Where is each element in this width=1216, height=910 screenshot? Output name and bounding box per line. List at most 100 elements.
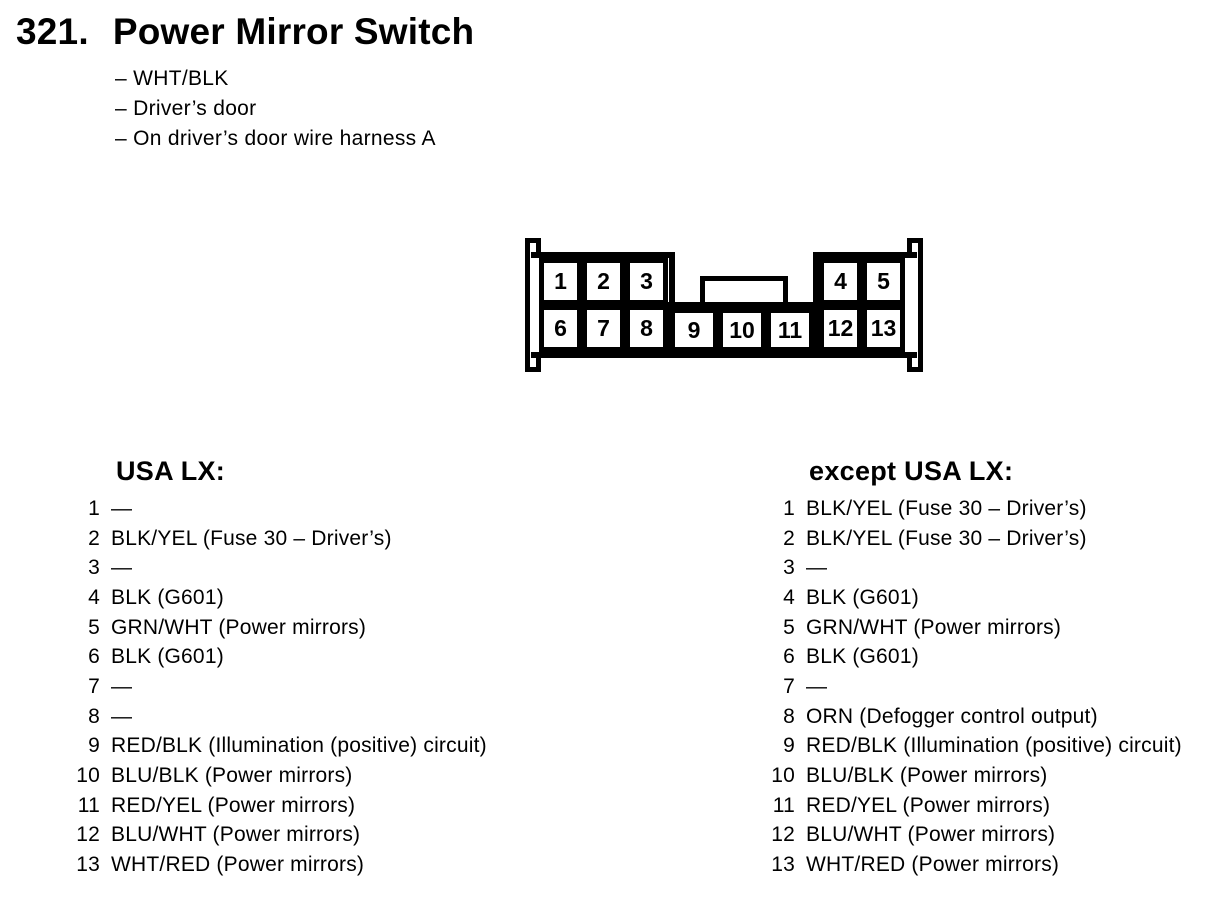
- pin-row: 12 BLU/WHT (Power mirrors): [56, 821, 487, 851]
- connector-middle-block: 9 10 11: [664, 302, 820, 358]
- pin-number: 6: [783, 645, 795, 669]
- spec-bullets: – WHT/BLK – Driver’s door – On driver’s …: [115, 64, 436, 154]
- pin-number: 4: [783, 585, 795, 609]
- column-heading-usa-lx: USA LX:: [116, 456, 226, 486]
- connector-pin-cell: 6: [539, 305, 582, 352]
- pin-row: 11 RED/YEL (Power mirrors): [56, 791, 487, 821]
- pin-number: 2: [88, 526, 100, 550]
- pin-description: RED/BLK (Illumination (positive) circuit…: [806, 734, 1182, 758]
- pin-row: 5 GRN/WHT (Power mirrors): [56, 613, 487, 643]
- pin-number: 12: [771, 823, 795, 847]
- pin-description: —: [806, 556, 828, 580]
- pin-number: 9: [88, 734, 100, 758]
- pin-row: 9 RED/BLK (Illumination (positive) circui…: [56, 732, 487, 762]
- page-heading: 321. Power Mirror Switch: [16, 12, 474, 52]
- spec-bullet: – WHT/BLK: [115, 67, 229, 90]
- pin-description: BLK/YEL (Fuse 30 – Driver’s): [806, 526, 1087, 550]
- pin-number: 10: [76, 764, 100, 788]
- pin-description: BLU/BLK (Power mirrors): [111, 764, 353, 788]
- pin-description: BLU/WHT (Power mirrors): [111, 823, 361, 847]
- pin-description: BLK/YEL (Fuse 30 – Driver’s): [806, 496, 1087, 520]
- connector-pin-cell: 2: [582, 258, 625, 305]
- connector-pin-cell: 10: [718, 308, 766, 352]
- pin-row: 6 BLK (G601): [56, 642, 487, 672]
- pin-row: 4 BLK (G601): [751, 583, 1182, 613]
- pin-row: 11 RED/YEL (Power mirrors): [751, 791, 1182, 821]
- connector-left-block: 1 2 3 6 7 8: [531, 252, 675, 358]
- pin-number: 3: [783, 556, 795, 580]
- pin-number: 11: [772, 793, 795, 817]
- pin-description: WHT/RED (Power mirrors): [806, 853, 1060, 877]
- pin-row: 2 BLK/YEL (Fuse 30 – Driver’s): [751, 524, 1182, 554]
- pin-number: 9: [783, 734, 795, 758]
- pin-description: RED/YEL (Power mirrors): [806, 793, 1051, 817]
- pin-description: BLU/WHT (Power mirrors): [806, 823, 1056, 847]
- spec-bullet: – Driver’s door: [115, 97, 257, 120]
- pin-description: BLK (G601): [111, 585, 224, 609]
- connector-pin-cell: 3: [625, 258, 668, 305]
- pin-row: 7—: [56, 672, 487, 702]
- connector-pin-cell: 12: [819, 305, 862, 352]
- pin-row: 10 BLU/BLK (Power mirrors): [56, 761, 487, 791]
- connector-pin-cell: 8: [625, 305, 668, 352]
- connector-pin-cell: 4: [819, 258, 862, 305]
- pin-number: 7: [783, 674, 795, 698]
- pin-description: BLK (G601): [806, 585, 919, 609]
- pin-description: BLK/YEL (Fuse 30 – Driver’s): [111, 526, 392, 550]
- pin-row: 12 BLU/WHT (Power mirrors): [751, 821, 1182, 851]
- pin-row: 3—: [751, 553, 1182, 583]
- pin-row: 9 RED/BLK (Illumination (positive) circui…: [751, 732, 1182, 762]
- pin-description: RED/YEL (Power mirrors): [111, 793, 356, 817]
- pin-number: 13: [771, 853, 795, 877]
- pin-number: 5: [88, 615, 100, 639]
- pin-description: —: [111, 704, 133, 728]
- pin-description: RED/BLK (Illumination (positive) circuit…: [111, 734, 487, 758]
- spec-bullet: – On driver’s door wire harness A: [115, 127, 436, 150]
- pin-row: 13 WHT/RED (Power mirrors): [751, 850, 1182, 880]
- pin-description: —: [111, 496, 133, 520]
- pin-description: ORN (Defogger control output): [806, 704, 1098, 728]
- page-title: Power Mirror Switch: [112, 11, 475, 52]
- pin-number: 6: [88, 645, 100, 669]
- pin-row: 8 ORN (Defogger control output): [751, 702, 1182, 732]
- pin-row: 13 WHT/RED (Power mirrors): [56, 850, 487, 880]
- connector-pin-cell: 7: [582, 305, 625, 352]
- pin-number: 5: [783, 615, 795, 639]
- pin-number: 13: [76, 853, 100, 877]
- pin-row: 3—: [56, 553, 487, 583]
- pin-row: 8—: [56, 702, 487, 732]
- pin-description: BLU/BLK (Power mirrors): [806, 764, 1048, 788]
- pin-number: 4: [88, 585, 100, 609]
- section-number: 321.: [16, 11, 89, 52]
- connector-pin-cell: 11: [766, 308, 814, 352]
- pin-number: 7: [88, 674, 100, 698]
- pin-number: 8: [783, 704, 795, 728]
- pin-number: 2: [783, 526, 795, 550]
- connector-pin-cell: 1: [539, 258, 582, 305]
- pin-number: 8: [88, 704, 100, 728]
- pin-description: BLK (G601): [111, 645, 224, 669]
- pin-number: 3: [88, 556, 100, 580]
- pin-description: —: [111, 556, 133, 580]
- pin-description: —: [111, 674, 133, 698]
- connector-pin-cell: 5: [862, 258, 905, 305]
- pin-description: GRN/WHT (Power mirrors): [111, 615, 367, 639]
- pin-number: 1: [88, 496, 100, 520]
- pin-number: 11: [77, 793, 100, 817]
- pin-description: WHT/RED (Power mirrors): [111, 853, 365, 877]
- column-heading-except-usa-lx: except USA LX:: [809, 456, 1014, 486]
- pin-row: 2 BLK/YEL (Fuse 30 – Driver’s): [56, 524, 487, 554]
- pin-row: 7—: [751, 672, 1182, 702]
- connector-diagram: 1 2 3 6 7 8 9 10 11 4 5 12 13: [0, 0, 1216, 420]
- pin-row: 1—: [56, 494, 487, 524]
- pin-description: —: [806, 674, 828, 698]
- pin-row: 4 BLK (G601): [56, 583, 487, 613]
- connector-right-block: 4 5 12 13: [813, 252, 917, 358]
- pin-number: 12: [76, 823, 100, 847]
